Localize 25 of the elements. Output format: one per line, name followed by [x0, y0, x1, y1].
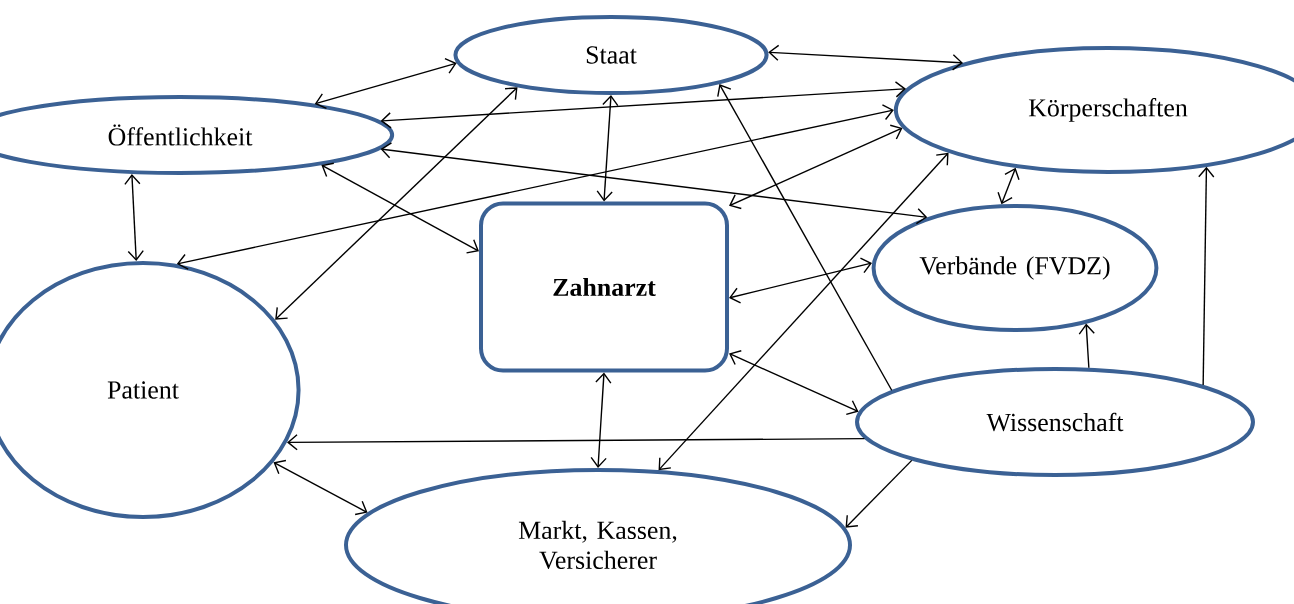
- arrow: [596, 95, 619, 202]
- arrow: [380, 81, 906, 129]
- arrow: [717, 84, 893, 391]
- oval-node: Wissenschaft: [855, 367, 1255, 477]
- arrow: [590, 372, 612, 468]
- arrow: [275, 87, 518, 320]
- arrow: [321, 162, 479, 254]
- arrow: [768, 44, 964, 71]
- arrow: [176, 104, 894, 270]
- arrow: [997, 167, 1020, 205]
- oval-node: Verbände (FVDZ): [871, 204, 1159, 332]
- arrow: [1078, 323, 1095, 369]
- oval-node: Staat: [453, 15, 769, 95]
- rounded-box: Zahnarzt: [479, 201, 729, 373]
- arrow: [380, 142, 928, 225]
- arrow: [658, 152, 949, 471]
- arrow: [273, 459, 368, 516]
- arrow: [1198, 166, 1215, 386]
- arrow: [124, 173, 144, 262]
- arrow: [729, 257, 873, 304]
- arrow: [729, 124, 903, 210]
- arrow: [286, 434, 866, 451]
- arrow: [314, 57, 457, 109]
- arrow: [845, 459, 913, 528]
- arrow: [729, 350, 859, 416]
